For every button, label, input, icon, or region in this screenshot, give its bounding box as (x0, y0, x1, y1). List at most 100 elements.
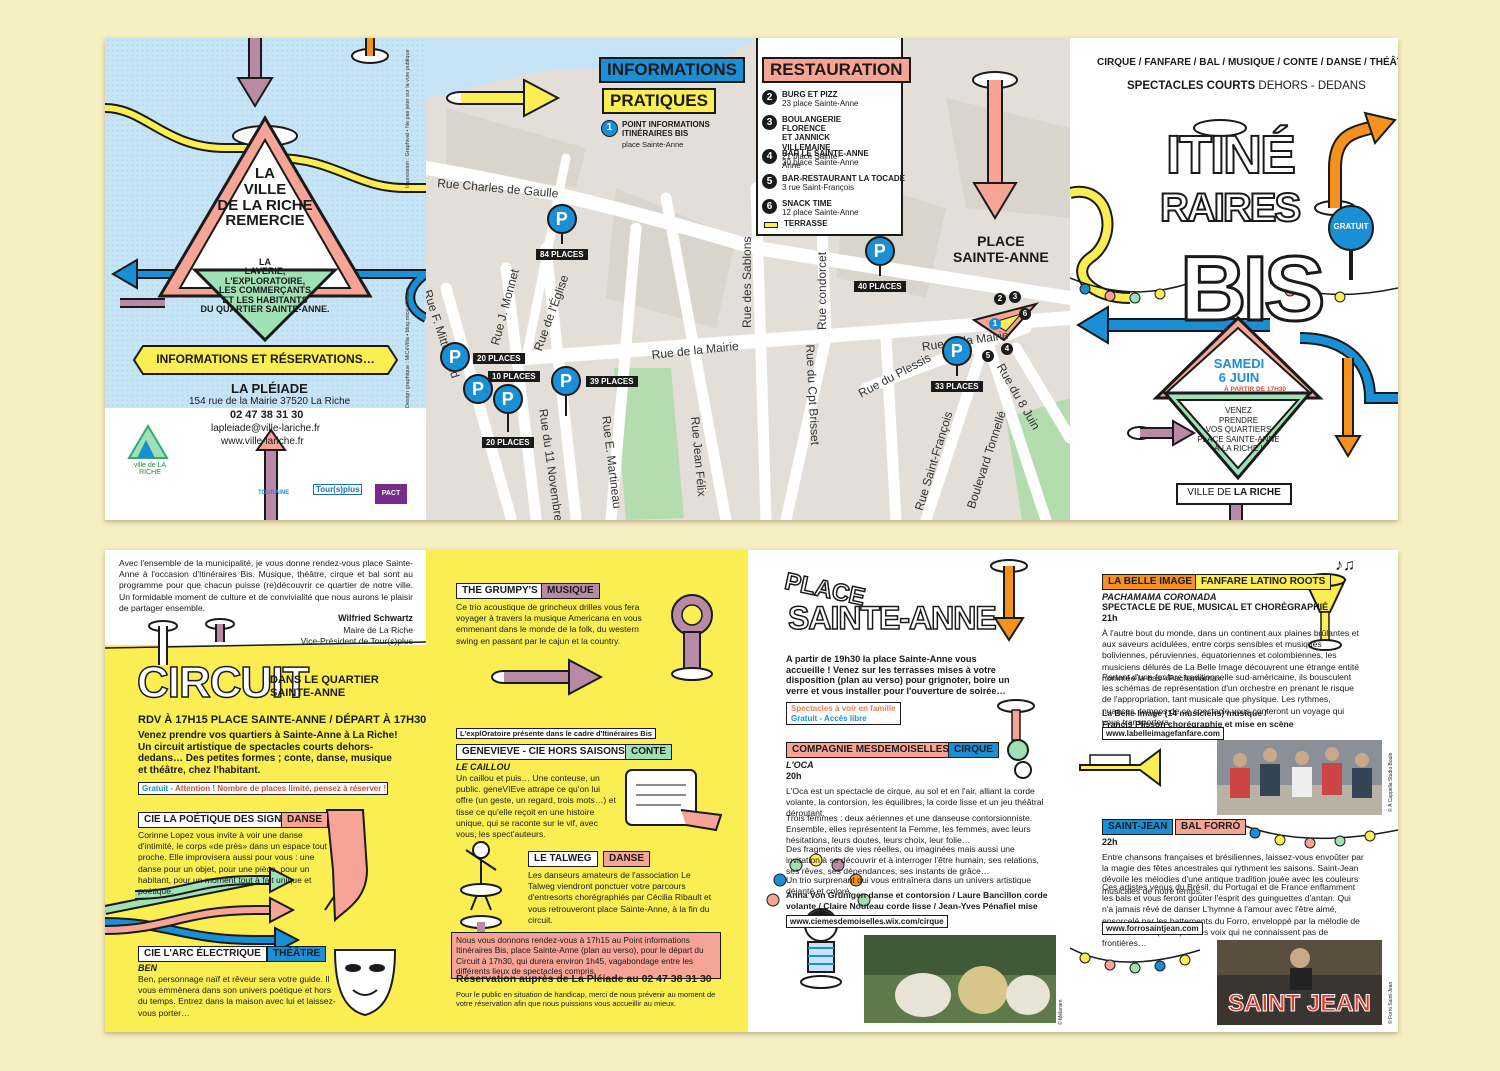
venue-email[interactable]: lapleiade@ville-lariche.fr (211, 423, 321, 434)
info-point-name: POINT INFORMATIONS ITINÉRAIRES BIS (622, 120, 710, 138)
act-text: Corinne Lopez vous invite à voir une dan… (138, 830, 327, 896)
partner-logo-tours: Tour(s)plus (313, 484, 363, 495)
info-title: INFORMATIONS (599, 57, 746, 83)
back-triangle-text: LA VILLE DE LA RICHE REMERCIE (217, 165, 313, 230)
act-text: Ces artistes venus du Brésil, du Portuga… (1102, 882, 1360, 948)
act-time: 22h (1102, 837, 1118, 847)
terrasse-label: TERRASSE (784, 219, 828, 228)
terrasse-swatch (764, 222, 778, 228)
panel-circuit-2: THE GRUMPY'S MUSIQUE Ce trio acoustique … (426, 550, 748, 1032)
act-text: Ce trio acoustique de grincheux drilles … (456, 602, 642, 646)
partner-logo-touraine: TOURAINE (258, 490, 290, 496)
act-name: SAINT-JEAN (1102, 819, 1174, 835)
place-num: 2 (994, 293, 1006, 305)
venue-name: LA PLÉIADE (231, 381, 308, 396)
circuit-rdv: RDV À 17H15 PLACE SAINTE-ANNE / DÉPART À… (138, 714, 426, 726)
act-show-subtitle: SPECTACLE DE RUE, MUSICAL ET CHORÉGRAPHI… (1102, 602, 1329, 612)
resto-title: RESTAURATION (762, 57, 911, 83)
svg-text:♪♫: ♪♫ (1335, 557, 1355, 574)
rdv-box: Nous vous donnons rendez-vous à 17h15 au… (451, 932, 721, 980)
info-point-addr: place Sainte-Anne (622, 140, 684, 149)
handicap-note: Pour le public en situation de handicap,… (456, 990, 716, 1009)
circuit-subtitle-1: DANS LE QUARTIER (270, 674, 379, 686)
act-show-title: PACHAMAMA CORONADA (1102, 592, 1217, 602)
panel-soiree: ♪♫ LA BELLE IMAGE FANFARE LATINO ROOTS P… (1070, 550, 1398, 1032)
place-label: PLACE SAINTE-ANNE (953, 233, 1049, 266)
act-tag: FANFARE LATINO ROOTS (1195, 574, 1332, 590)
parking-marker: P (551, 366, 581, 416)
act-time: 20h (786, 771, 802, 781)
act-text: Partant d'une fanfare traditionnelle sud… (1102, 672, 1354, 727)
venue-phone: 02 47 38 31 30 (230, 409, 304, 421)
soiree-graphics: ♪♫ (1070, 557, 1398, 1025)
reservation-line: Réservation auprès de La Pléiade au 02 4… (456, 973, 712, 985)
circuit2-graphics (460, 594, 723, 932)
act-time: 21h (1102, 613, 1118, 623)
credits-print: Impression : Graphival • Ne pas jeter su… (405, 49, 411, 188)
place-num: 5 (982, 350, 994, 362)
front-title-1: ITINÉ (1165, 125, 1297, 185)
place-num: 3 (1009, 291, 1021, 303)
mayor-role-2: Vice-Président de Tour(s)plus (300, 636, 413, 646)
brochure-inside: Avec l'ensemble de la municipalité, je v… (105, 550, 1398, 1032)
mayor-role: Maire de La Riche (343, 625, 413, 635)
parking-caption: 10 PLACES (488, 371, 540, 382)
brochure-outside: LA VILLE DE LA RICHE REMERCIE LA LAVERIE… (105, 38, 1398, 520)
act-text: Trois femmes : deux aériennes et une dan… (786, 813, 1033, 846)
circuit-graphics (105, 618, 426, 1032)
panel-front-cover: CIRQUE / FANFARE / BAL / MUSIQUE / CONTE… (1070, 38, 1398, 520)
act-name: THE GRUMPY'S (456, 583, 544, 599)
act-name: CIE LA POÉTIQUE DES SIGNES (138, 812, 301, 828)
mayor-intro: Avec l'ensemble de la municipalité, je v… (119, 558, 413, 613)
act-text: À l'autre bout du monde, dans un contine… (1102, 628, 1360, 683)
panel-back-cover: LA VILLE DE LA RICHE REMERCIE LA LAVERIE… (105, 38, 426, 520)
act-weblink[interactable]: www.forrosaintjean.com (1102, 922, 1203, 935)
front-invite: VENEZ PRENDRE VOS QUARTIERS PLACE SAINTE… (1197, 406, 1280, 454)
act-weblink[interactable]: www.ciemesdemoiselles.wix.com/cirque (786, 915, 948, 928)
info-point-num: 1 (601, 120, 618, 137)
act-tag: MUSIQUE (541, 583, 600, 599)
front-city: VILLE DE LA RICHE (1187, 487, 1281, 498)
place-graphics (766, 559, 1056, 1023)
act-tag: CONTE (625, 744, 672, 760)
front-cover-graphics (1070, 111, 1398, 520)
panel-circuit: Avec l'ensemble de la municipalité, je v… (105, 550, 426, 1032)
act-text: Entre chansons françaises et brésilienne… (1102, 852, 1364, 896)
circuit-title: CIRCUIT (136, 657, 310, 708)
mayor-name: Wilfried Schwartz (338, 613, 413, 623)
place-num: 4 (1001, 343, 1013, 355)
venue-web[interactable]: www.ville-lariche.fr (221, 436, 304, 447)
parking-caption: 39 PLACES (586, 376, 638, 387)
act-text: Un caillou et puis… Une conteuse, un pub… (456, 773, 616, 839)
front-time: À PARTIR DE 17H30 (1223, 386, 1286, 393)
act-name: LE TALWEG (528, 851, 598, 867)
credits-design: Design graphique : MiCéVilla • blog.mice… (405, 287, 411, 408)
front-subtitle: SPECTACLES COURTS DEHORS - DEDANS (1127, 80, 1366, 92)
act-name: GENEVIEVE - CIE HORS SAISONS (456, 744, 631, 760)
back-thanks-text: LA LAVERIE, L'EXPLORATOIRE, LES COMMERÇA… (200, 257, 330, 315)
act-tag: DANSE (281, 812, 329, 828)
circuit-subtitle-2: SAINTE-ANNE (270, 687, 346, 699)
info-banner: INFORMATIONS ET RÉSERVATIONS… (156, 352, 375, 366)
act-tag: BAL FORRÓ (1175, 819, 1247, 835)
place-num: 1 (989, 318, 1001, 330)
gratuit-sign: GRATUIT (1333, 222, 1369, 231)
act-weblink[interactable]: www.labelleimagefanfare.com (1102, 727, 1224, 740)
front-title-2: RAIRES (1159, 186, 1302, 230)
act-text: Des fragments de vies réelles, ou imagin… (786, 844, 1039, 877)
act-text: Les danseurs amateurs de l'association L… (528, 870, 712, 925)
panel-place-sainte-anne: PLACE SAINTE-ANNE A partir de 19h30 la p… (748, 550, 1070, 1032)
place-title-2: SAINTE-ANNE (787, 599, 997, 637)
act-name: LA BELLE IMAGE (1102, 574, 1199, 590)
photo-credit: © Mélanien (1058, 999, 1064, 1025)
act-text: L'Oca est un spectacle de cirque, au sol… (786, 786, 1044, 819)
act-show-title: BEN (138, 963, 158, 973)
act-name: CIE L'ARC ÉLECTRIQUE (138, 946, 267, 962)
act-name: COMPAGNIE MESDEMOISELLES (786, 742, 956, 758)
